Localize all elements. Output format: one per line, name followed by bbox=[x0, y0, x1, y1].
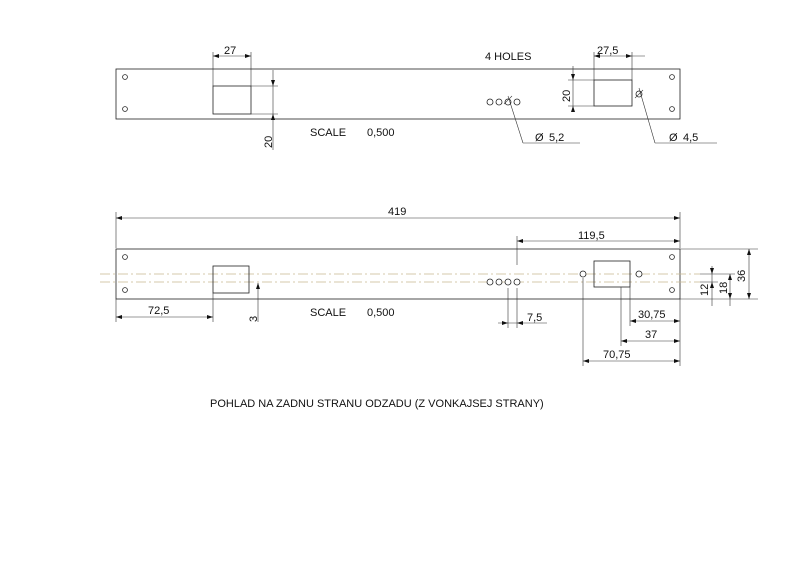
hole-dia-a: 5,2 bbox=[549, 132, 564, 144]
dim-overall: 419 bbox=[388, 206, 406, 218]
hole-dia-b: 4,5 bbox=[683, 132, 698, 144]
bottom-hole-3 bbox=[669, 254, 675, 260]
bottom-left-cutout bbox=[212, 265, 250, 294]
diameter-symbol-a: Ø bbox=[535, 132, 544, 144]
top-view: 27 20 27,5 20 4 HOLES Ø 5,2 Ø bbox=[115, 45, 717, 150]
dim-c: 70,75 bbox=[603, 349, 631, 361]
dim-v1: 12 bbox=[699, 284, 711, 296]
bottom-hole-1 bbox=[122, 254, 128, 260]
bottom-side-hole-1 bbox=[579, 270, 587, 278]
bottom-small-hole-4 bbox=[513, 278, 521, 286]
drawing-caption: POHLAD NA ZADNU STRANU ODZADU (Z VONKAJS… bbox=[210, 398, 544, 410]
top-hole-4 bbox=[669, 106, 675, 112]
bottom-right-cutout bbox=[593, 260, 631, 288]
top-small-hole-2 bbox=[495, 98, 503, 106]
top-plate bbox=[115, 68, 681, 120]
bottom-scale-label: SCALE bbox=[310, 307, 346, 319]
dim-width-left: 27 bbox=[224, 45, 236, 57]
top-scale-value: 0,500 bbox=[367, 127, 395, 139]
dim-a: 30,75 bbox=[638, 309, 666, 321]
bottom-small-hole-2 bbox=[495, 278, 503, 286]
dim-right-offset: 119,5 bbox=[578, 230, 605, 242]
top-scale-label: SCALE bbox=[310, 127, 346, 139]
dim-left-offset: 72,5 bbox=[148, 305, 169, 317]
dim-width-right: 27,5 bbox=[597, 45, 618, 57]
top-small-hole-1 bbox=[486, 98, 494, 106]
bottom-hole-2 bbox=[122, 287, 128, 293]
dim-b: 37 bbox=[645, 329, 657, 341]
dim-height-right: 20 bbox=[561, 90, 573, 102]
bottom-scale-value: 0,500 bbox=[367, 307, 395, 319]
top-right-cutout bbox=[593, 79, 633, 107]
bottom-small-hole-3 bbox=[504, 278, 512, 286]
top-left-cutout bbox=[212, 85, 252, 115]
diameter-symbol-b: Ø bbox=[669, 132, 678, 144]
dim-v3: 36 bbox=[736, 270, 748, 282]
top-hole-1 bbox=[122, 74, 128, 80]
bottom-small-hole-1 bbox=[486, 278, 494, 286]
bottom-hole-4 bbox=[669, 287, 675, 293]
dim-hole-gap: 7,5 bbox=[527, 312, 542, 324]
dim-small-left: 3 bbox=[248, 316, 260, 322]
holes-note: 4 HOLES bbox=[485, 51, 531, 63]
dim-height-left: 20 bbox=[263, 136, 275, 148]
top-hole-2 bbox=[122, 106, 128, 112]
bottom-view: 419 119,5 72,5 bbox=[100, 206, 758, 366]
bottom-side-hole-2 bbox=[635, 270, 643, 278]
dim-v2: 18 bbox=[718, 282, 730, 294]
top-hole-3 bbox=[669, 74, 675, 80]
top-small-hole-4 bbox=[513, 98, 521, 106]
